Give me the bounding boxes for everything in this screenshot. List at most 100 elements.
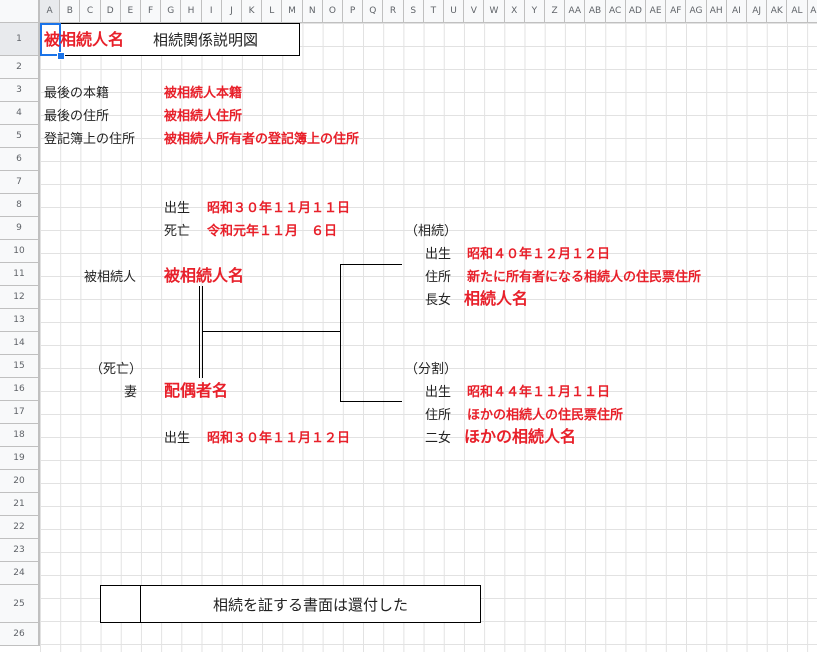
row-header[interactable]: 7 [0,171,40,194]
decedent-birth-value: 昭和３０年１１月１１日 [207,201,351,216]
fill-handle[interactable] [57,52,65,60]
decedent-death-value: 令和元年１１月 ６日 [207,224,338,239]
column-header[interactable]: D [100,0,121,23]
row-header[interactable]: 24 [0,562,40,585]
child2-relation: 二女 [425,431,452,446]
column-header[interactable]: AD [625,0,646,23]
row-header[interactable]: 3 [0,79,40,102]
child2-birth-label: 出生 [425,385,452,400]
row-header[interactable]: 14 [0,332,40,355]
column-header[interactable]: AA [565,0,586,23]
title-heading: 相続関係説明図 [153,31,259,49]
column-header[interactable]: V [464,0,485,23]
column-header[interactable]: K [242,0,263,23]
decedent-name: 被相続人名 [164,266,245,285]
column-header[interactable]: G [161,0,182,23]
row-header[interactable]: 20 [0,470,40,493]
column-header[interactable]: N [302,0,323,23]
column-header[interactable]: AC [605,0,626,23]
column-header[interactable]: E [120,0,141,23]
row-header[interactable]: 9 [0,217,40,240]
column-header[interactable]: Y [524,0,545,23]
row-header[interactable]: 26 [0,623,40,646]
row-header[interactable]: 13 [0,309,40,332]
column-header[interactable]: T [423,0,444,23]
column-header[interactable]: M [282,0,303,23]
row-header[interactable]: 8 [0,194,40,217]
row-header[interactable]: 5 [0,125,40,148]
child1-address-value: 新たに所有者になる相続人の住民票住所 [467,270,702,285]
row-header[interactable]: 25 [0,585,40,623]
row-header[interactable]: 4 [0,102,40,125]
column-header[interactable]: R [383,0,404,23]
marriage-line-left [199,286,200,378]
column-header[interactable]: C [80,0,101,23]
column-header[interactable]: AJ [747,0,768,23]
column-header[interactable]: AB [585,0,606,23]
child1-status: （相続） [405,224,458,239]
registry-label: 登記簿上の住所 [44,132,136,147]
spouse-role-label: 妻 [124,385,138,400]
column-header[interactable]: S [403,0,424,23]
column-header[interactable]: AE [646,0,667,23]
row-header[interactable]: 6 [0,148,40,171]
column-header[interactable]: X [504,0,525,23]
selected-cell-a1[interactable] [40,23,61,56]
child2-address-label: 住所 [425,408,452,423]
row-header[interactable]: 23 [0,539,40,562]
column-header[interactable]: AM [807,0,817,23]
column-header[interactable]: AG [686,0,707,23]
column-header[interactable]: U [444,0,465,23]
title-box [40,23,300,56]
column-header[interactable]: AH [706,0,727,23]
registry-value: 被相続人所有者の登記簿上の住所 [164,132,360,147]
footer-note: 相続を証する書面は還付した [212,595,408,614]
children-vertical-line [340,264,341,402]
row-header[interactable]: 16 [0,378,40,401]
cell-grid[interactable] [40,23,817,652]
column-header[interactable]: B [60,0,81,23]
row-header[interactable]: 12 [0,286,40,309]
column-header[interactable]: P [343,0,364,23]
column-header[interactable]: A [40,0,61,23]
column-header[interactable]: L [262,0,283,23]
column-header[interactable]: AI [726,0,747,23]
column-header[interactable]: AK [767,0,788,23]
column-header[interactable]: AL [787,0,808,23]
spouse-status: （死亡） [90,362,143,377]
select-all-corner[interactable] [0,0,40,23]
row-header[interactable]: 1 [0,23,40,56]
column-header[interactable]: H [181,0,202,23]
row-header[interactable]: 21 [0,493,40,516]
row-header[interactable]: 2 [0,56,40,79]
child1-birth-value: 昭和４０年１２月１２日 [467,247,611,262]
spouse-birth-value: 昭和３０年１１月１２日 [207,431,351,446]
marriage-line-right [202,286,203,378]
decedent-death-label: 死亡 [164,224,191,239]
title-decedent-name: 被相続人名 [44,30,125,49]
row-header[interactable]: 18 [0,424,40,447]
row-header[interactable]: 17 [0,401,40,424]
row-header[interactable]: 10 [0,240,40,263]
column-header[interactable]: Q [363,0,384,23]
row-header[interactable]: 19 [0,447,40,470]
child1-line [340,264,402,265]
child1-relation: 長女 [425,293,452,308]
column-header[interactable]: J [221,0,242,23]
footer-note-box: 相続を証する書面は還付した [140,585,481,623]
row-header[interactable]: 22 [0,516,40,539]
decedent-role-label: 被相続人 [84,270,137,285]
column-header[interactable]: O [322,0,343,23]
column-header[interactable]: W [484,0,505,23]
child2-address-value: ほかの相続人の住民票住所 [467,408,624,423]
child2-status: （分割） [405,362,458,377]
column-header[interactable]: Z [545,0,566,23]
row-header[interactable]: 11 [0,263,40,286]
column-header[interactable]: AF [666,0,687,23]
row-header[interactable]: 15 [0,355,40,378]
column-header[interactable]: I [201,0,222,23]
child1-birth-label: 出生 [425,247,452,262]
spouse-name: 配偶者名 [164,381,229,400]
column-header[interactable]: F [141,0,162,23]
